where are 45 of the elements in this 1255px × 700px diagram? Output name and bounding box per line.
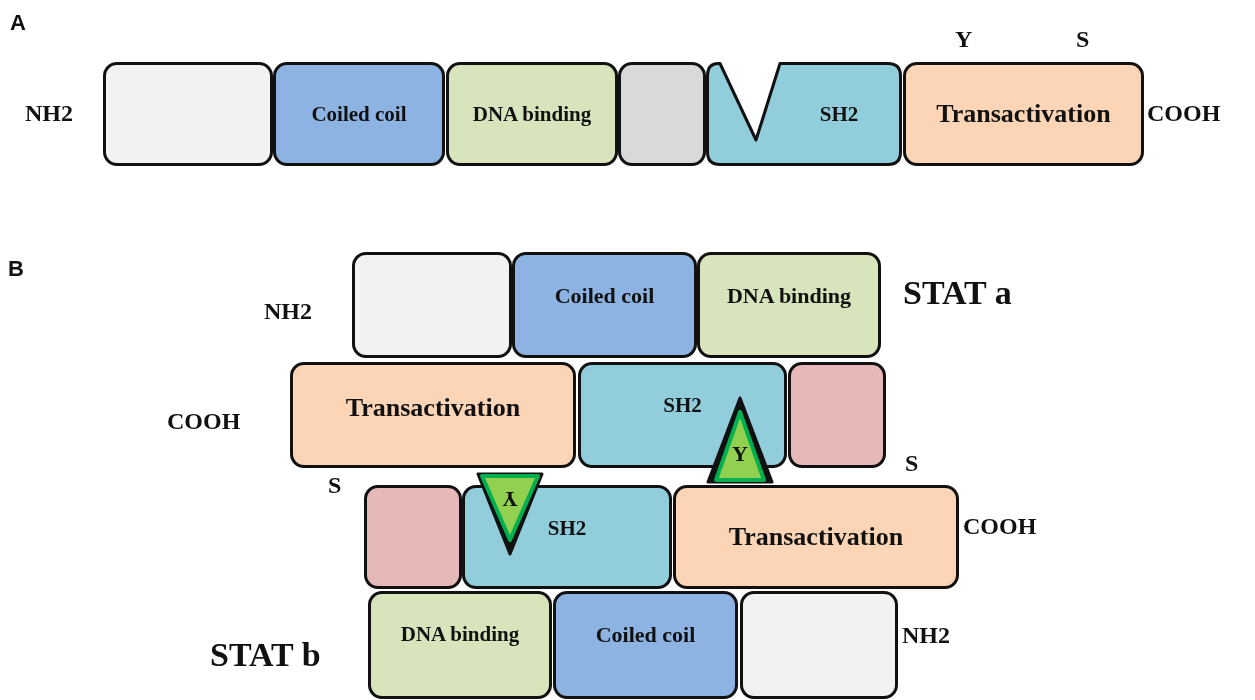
domain-box bbox=[364, 485, 462, 589]
terminus-label: STAT a bbox=[903, 274, 1012, 312]
terminus-label: Y bbox=[955, 26, 973, 53]
terminus-label: NH2 bbox=[902, 622, 950, 649]
domain-label: Transactivation bbox=[728, 522, 904, 552]
terminus-label: S bbox=[328, 472, 342, 499]
domain-label: SH2 bbox=[663, 393, 702, 418]
terminus-label: S bbox=[905, 450, 919, 477]
domain-box bbox=[740, 591, 898, 699]
panel-letter: B bbox=[8, 256, 24, 282]
domain-label: Coiled coil bbox=[595, 622, 696, 648]
residue-label: Y bbox=[502, 486, 518, 512]
domain-box bbox=[273, 62, 445, 166]
domain-box bbox=[368, 591, 552, 699]
domain-label: SH2 bbox=[819, 101, 859, 127]
domain-box bbox=[673, 485, 959, 589]
domain-box bbox=[618, 62, 706, 166]
terminus-label: STAT b bbox=[210, 636, 321, 674]
domain-label: DNA binding bbox=[400, 622, 520, 647]
terminus-label: COOH bbox=[167, 408, 241, 435]
domain-box bbox=[462, 485, 672, 589]
terminus-label: S bbox=[1076, 26, 1090, 53]
domain-box bbox=[103, 62, 273, 166]
residue-label: Y bbox=[732, 441, 748, 467]
domain-label: Transactivation bbox=[345, 393, 521, 423]
domain-label: DNA binding bbox=[726, 283, 852, 309]
terminus-label: NH2 bbox=[25, 100, 73, 127]
domain-box bbox=[446, 62, 618, 166]
domain-label: Transactivation bbox=[936, 99, 1111, 129]
panel-letter: A bbox=[10, 10, 26, 36]
domain-box bbox=[697, 252, 881, 358]
domain-label: Coiled coil bbox=[554, 283, 655, 309]
domain-box bbox=[578, 362, 787, 468]
terminus-label: COOH bbox=[963, 513, 1037, 540]
domain-box bbox=[553, 591, 738, 699]
terminus-label: COOH bbox=[1147, 100, 1221, 127]
domain-label: SH2 bbox=[547, 516, 587, 541]
domain-box bbox=[512, 252, 697, 358]
domain-label: Coiled coil bbox=[311, 101, 407, 127]
domain-box bbox=[788, 362, 886, 468]
domain-box bbox=[352, 252, 512, 358]
domain-box bbox=[903, 62, 1144, 166]
domain-label: DNA binding bbox=[472, 101, 592, 127]
domain-box bbox=[290, 362, 576, 468]
terminus-label: NH2 bbox=[264, 298, 312, 325]
